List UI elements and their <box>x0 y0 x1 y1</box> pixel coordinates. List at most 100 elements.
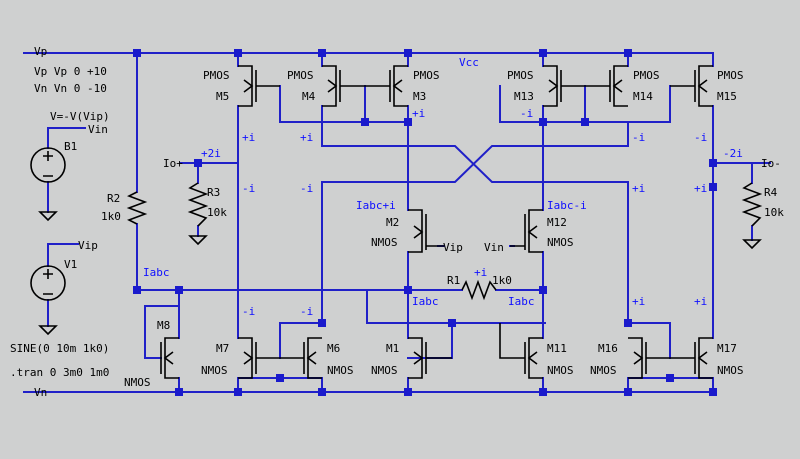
wire-m14-gate <box>584 85 671 123</box>
label-v1: V1 <box>64 258 77 271</box>
directive-vn: Vn Vn 0 -10 <box>34 82 107 95</box>
label-m14: M14 <box>633 90 653 103</box>
resistor-r4[interactable] <box>741 182 763 227</box>
label-m2: M2 <box>386 216 399 229</box>
current-iabc-m1: Iabc <box>412 295 439 308</box>
nmos-m12[interactable] <box>510 209 543 253</box>
current-m7: -i <box>242 305 255 318</box>
directive-vp: Vp Vp 0 +10 <box>34 65 107 78</box>
nmos-m8[interactable] <box>160 337 179 379</box>
label-nmos-m7: NMOS <box>201 364 228 377</box>
nmos-m16[interactable] <box>628 337 670 379</box>
wire-pmos-supplies <box>237 52 714 67</box>
wire-io-minus <box>712 162 771 241</box>
label-pmos-m4: PMOS <box>287 69 314 82</box>
current-iabc-r2: Iabc <box>143 266 170 279</box>
current-m4: +i <box>300 131 313 144</box>
label-r3: R3 <box>207 186 220 199</box>
wire-iabc <box>136 289 546 324</box>
label-m3: M3 <box>413 90 426 103</box>
ground-icon <box>188 235 208 246</box>
label-m6: M6 <box>327 342 340 355</box>
wire-b1 <box>47 127 86 213</box>
label-nmos-m12: NMOS <box>547 236 574 249</box>
label-pmos-m13: PMOS <box>507 69 534 82</box>
current-io-plus: +2i <box>201 147 221 160</box>
nmos-m1[interactable] <box>408 337 452 379</box>
current-m15: -i <box>694 131 707 144</box>
label-r2-value: 1k0 <box>101 210 121 223</box>
pmos-m5[interactable] <box>238 65 280 107</box>
current-m3: +i <box>412 107 425 120</box>
resistor-r3[interactable] <box>187 182 209 227</box>
nmos-m17[interactable] <box>670 337 713 379</box>
current-io-minus: -2i <box>723 147 743 160</box>
pmos-m13[interactable] <box>543 65 585 107</box>
label-r4: R4 <box>764 186 778 199</box>
net-label-io-minus: Io- <box>761 157 781 170</box>
label-m4: M4 <box>302 90 316 103</box>
current-m5-down: -i <box>242 182 255 195</box>
pmos-m4[interactable] <box>322 65 365 107</box>
nmos-m2[interactable] <box>408 209 444 253</box>
label-r3-value: 10k <box>207 206 227 219</box>
wire-m4-m3-gate <box>279 85 409 123</box>
label-pmos-m5: PMOS <box>203 69 230 82</box>
label-m13: M13 <box>514 90 534 103</box>
current-m6: -i <box>300 305 313 318</box>
ground-icon <box>38 211 58 222</box>
current-m5: +i <box>242 131 255 144</box>
label-m12: M12 <box>547 216 567 229</box>
nmos-m6[interactable] <box>280 337 322 379</box>
current-m15-down: +i <box>694 182 707 195</box>
current-m16: +i <box>632 295 645 308</box>
pmos-m14[interactable] <box>585 65 628 107</box>
junctions <box>133 49 717 396</box>
directive-tran: .tran 0 3m0 1m0 <box>10 366 109 379</box>
net-label-vin-b1: Vin <box>88 123 108 136</box>
wire-v1 <box>47 243 79 327</box>
label-r1-value: 1k0 <box>492 274 512 287</box>
current-r1: +i <box>474 266 487 279</box>
label-m1: M1 <box>386 342 399 355</box>
wire-m16-m17-gate <box>627 322 714 379</box>
label-m5: M5 <box>216 90 229 103</box>
net-label-vip-m2: Vip <box>443 241 463 254</box>
nmos-m7[interactable] <box>238 337 280 379</box>
label-nmos-m2: NMOS <box>371 236 398 249</box>
net-label-vin-m12: Vin <box>484 241 504 254</box>
label-r1: R1 <box>447 274 460 287</box>
source-v1[interactable] <box>30 265 66 301</box>
directive-b1-expr: V=-V(Vip) <box>50 110 110 123</box>
label-pmos-m14: PMOS <box>633 69 660 82</box>
ground-icon <box>38 325 58 336</box>
label-nmos-m1: NMOS <box>371 364 398 377</box>
label-pmos-m15: PMOS <box>717 69 744 82</box>
net-label-vcc: Vcc <box>459 56 479 69</box>
label-nmos-m6: NMOS <box>327 364 354 377</box>
net-label-io-plus: Io+ <box>163 157 183 170</box>
label-m11: M11 <box>547 342 567 355</box>
label-nmos-m11: NMOS <box>547 364 574 377</box>
source-b1[interactable] <box>30 147 66 183</box>
pmos-m3[interactable] <box>365 65 408 107</box>
label-m16: M16 <box>598 342 618 355</box>
wire-io-plus <box>179 162 239 237</box>
label-m15: M15 <box>717 90 737 103</box>
pmos-m15[interactable] <box>670 65 713 107</box>
directive-sine: SINE(0 10m 1k0) <box>10 342 109 355</box>
label-nmos-m8: NMOS <box>124 376 151 389</box>
label-m8: M8 <box>157 319 170 332</box>
net-label-vn: Vn <box>34 386 47 399</box>
resistor-r1[interactable] <box>461 279 497 301</box>
label-pmos-m3: PMOS <box>413 69 440 82</box>
resistor-r2[interactable] <box>126 191 148 225</box>
current-iabc-minus-i: Iabc-i <box>547 199 587 212</box>
label-nmos-m16: NMOS <box>590 364 617 377</box>
wire-m13-m14-gate <box>499 85 586 211</box>
label-m17: M17 <box>717 342 737 355</box>
current-iabc-m11: Iabc <box>508 295 535 308</box>
label-r2: R2 <box>107 192 120 205</box>
nmos-m11[interactable] <box>499 323 543 379</box>
